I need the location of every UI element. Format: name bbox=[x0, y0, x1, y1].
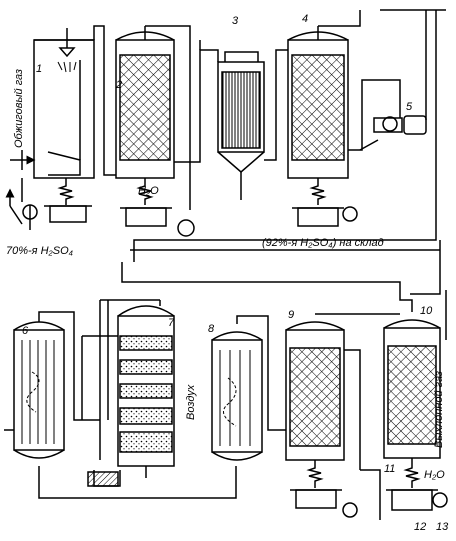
acid-70-label: 70%-я H₂SO₄ bbox=[6, 245, 73, 257]
labels: Обжиговый газ 70%-я H₂SO₄ (92%-я H₂SO₄) … bbox=[6, 69, 445, 481]
number-2: 2 bbox=[115, 79, 122, 91]
tower-3 bbox=[217, 51, 265, 200]
number-8: 8 bbox=[208, 323, 215, 335]
number-1: 1 bbox=[36, 63, 42, 75]
number-13: 13 bbox=[436, 521, 449, 533]
number-5: 5 bbox=[406, 101, 413, 113]
contact-apparatus-7 bbox=[117, 305, 175, 467]
air-label: Воздух bbox=[185, 384, 197, 420]
number-10: 10 bbox=[420, 305, 433, 317]
equipment-numbers: 1 2 3 4 5 6 7 8 9 10 11 12 13 bbox=[22, 13, 449, 533]
number-11: 11 bbox=[384, 463, 395, 475]
tower-2 bbox=[115, 31, 175, 179]
roast-gas-label: Обжиговый газ bbox=[13, 69, 25, 148]
exhaust-gas-label: Выхлопной газ bbox=[433, 371, 445, 448]
number-3: 3 bbox=[232, 15, 239, 27]
number-6: 6 bbox=[22, 325, 29, 337]
water-label-1: H₂O bbox=[138, 185, 159, 197]
number-12: 12 bbox=[414, 521, 426, 533]
tower-9 bbox=[285, 321, 345, 461]
number-4: 4 bbox=[302, 13, 308, 25]
absorber-8 bbox=[211, 331, 263, 461]
tower-1 bbox=[33, 28, 95, 179]
tower-10 bbox=[383, 319, 441, 459]
heat-exchanger-6 bbox=[13, 321, 65, 459]
acid-92-label: (92%-я H₂SO₄) на склад bbox=[262, 237, 384, 249]
water-label-2: H₂O bbox=[424, 469, 445, 481]
tower-4 bbox=[287, 31, 349, 179]
number-9: 9 bbox=[288, 309, 294, 321]
number-7: 7 bbox=[168, 317, 175, 329]
blower-5 bbox=[359, 115, 427, 151]
